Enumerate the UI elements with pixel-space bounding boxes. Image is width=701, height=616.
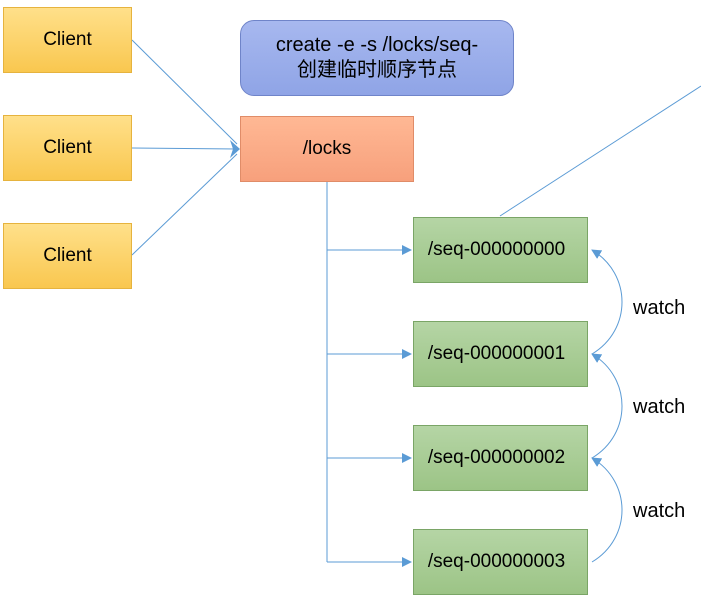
seq0-diagonal-line bbox=[499, 85, 701, 217]
command-line1: create -e -s /locks/seq- bbox=[275, 34, 479, 56]
client-node-2[interactable]: Client bbox=[3, 115, 132, 181]
client-node-3[interactable]: Client bbox=[3, 223, 132, 289]
command-callout: create -e -s /locks/seq- 创建临时顺序节点 bbox=[240, 20, 514, 96]
seq-label: /seq-000000001 bbox=[427, 343, 566, 364]
client-label: Client bbox=[43, 29, 92, 50]
watch-label-1: watch bbox=[633, 297, 686, 319]
seq-label: /seq-000000003 bbox=[427, 551, 566, 572]
seq-label: /seq-000000000 bbox=[427, 239, 566, 260]
watch-arc-3 bbox=[591, 457, 623, 563]
locks-inbound-arrowhead bbox=[230, 140, 240, 158]
command-line2: 创建临时顺序节点 bbox=[297, 59, 457, 81]
client1-to-locks-line bbox=[131, 39, 238, 145]
seq-node-3[interactable]: /seq-000000003 bbox=[413, 529, 588, 595]
seq-node-0[interactable]: /seq-000000000 bbox=[413, 217, 588, 283]
client-label: Client bbox=[43, 137, 92, 158]
client2-to-locks-line bbox=[131, 147, 238, 150]
client-label: Client bbox=[43, 245, 92, 266]
client3-to-locks-line bbox=[131, 153, 238, 256]
locks-label: /locks bbox=[302, 138, 352, 159]
watch-arc-2 bbox=[591, 353, 623, 459]
watch-arc-1 bbox=[591, 249, 623, 355]
seq-node-1[interactable]: /seq-000000001 bbox=[413, 321, 588, 387]
client-node-1[interactable]: Client bbox=[3, 7, 132, 73]
seq-label: /seq-000000002 bbox=[427, 447, 566, 468]
watch-label-2: watch bbox=[633, 396, 686, 418]
watch-label-3: watch bbox=[633, 500, 686, 522]
seq-node-2[interactable]: /seq-000000002 bbox=[413, 425, 588, 491]
locks-node[interactable]: /locks bbox=[240, 116, 414, 182]
